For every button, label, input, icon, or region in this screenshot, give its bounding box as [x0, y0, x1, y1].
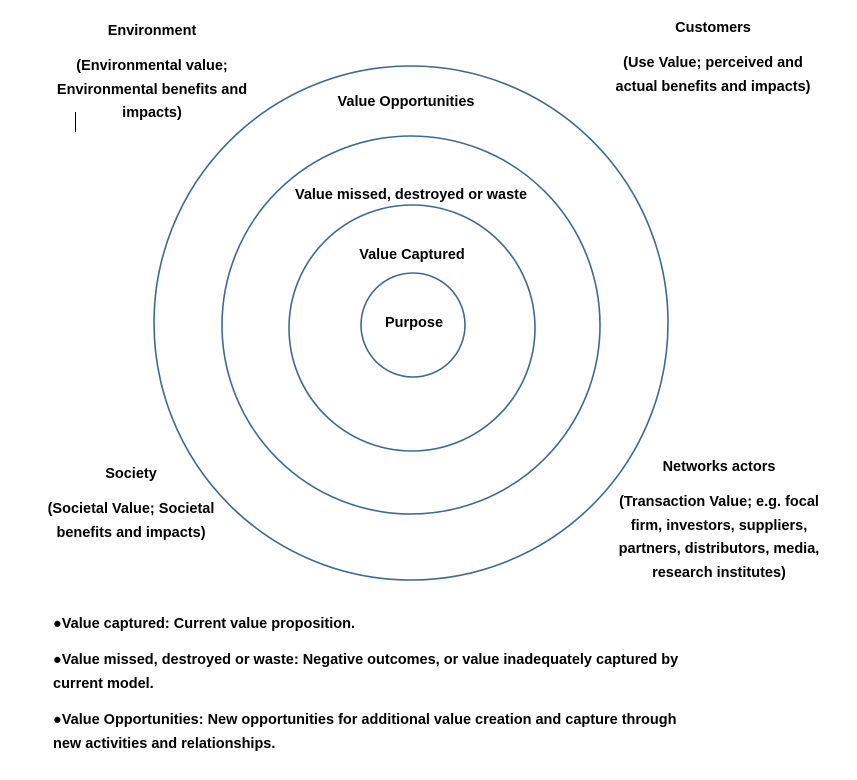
legend-notes: ●Value captured: Current value propositi… — [53, 612, 753, 768]
ring-value-captured — [288, 204, 536, 452]
note-value-missed: ●Value missed, destroyed or waste: Negat… — [53, 648, 753, 696]
networks-title: Networks actors — [662, 459, 776, 475]
networks-desc-line: research institutes) — [652, 564, 786, 581]
society-description: (Societal Value; Societal benefits and i… — [48, 498, 215, 545]
label-value-missed: Value missed, destroyed or waste — [294, 187, 528, 203]
customers-desc-line: actual benefits and impacts) — [615, 78, 811, 95]
ring-value-opportunities — [153, 65, 669, 581]
ring-purpose — [360, 272, 466, 378]
label-purpose: Purpose — [384, 315, 444, 331]
networks-desc-line: (Transaction Value; e.g. focal — [619, 494, 819, 510]
environment-title: Environment — [107, 23, 197, 39]
note-line: ●Value missed, destroyed or waste: Negat… — [53, 652, 679, 668]
note-line: ●Value Opportunities: New opportunities … — [53, 712, 677, 728]
label-value-opportunities: Value Opportunities — [337, 94, 475, 110]
environment-desc-line: (Environmental value; — [76, 58, 228, 74]
customers-title: Customers — [675, 20, 751, 36]
environment-desc-line: Environmental benefits and — [56, 81, 248, 98]
environment-desc-line: impacts) — [122, 105, 182, 121]
stakeholder-environment: Environment (Environmental value; Enviro… — [57, 21, 247, 126]
networks-desc-line: firm, investors, suppliers, — [630, 517, 808, 534]
label-value-captured: Value Captured — [359, 247, 465, 263]
society-title: Society — [105, 466, 157, 482]
stakeholder-customers: Customers (Use Value; perceived and actu… — [616, 18, 811, 99]
note-value-captured: ●Value captured: Current value propositi… — [53, 612, 753, 636]
note-value-opportunities: ●Value Opportunities: New opportunities … — [53, 708, 753, 756]
networks-description: (Transaction Value; e.g. focal firm, inv… — [619, 491, 820, 585]
note-line: current model. — [53, 676, 154, 692]
text-cursor-mark — [75, 112, 76, 132]
note-line: ●Value captured: Current value propositi… — [53, 616, 356, 632]
stakeholder-networks-actors: Networks actors (Transaction Value; e.g.… — [619, 457, 820, 585]
society-desc-line: benefits and impacts) — [56, 524, 206, 541]
customers-desc-line: (Use Value; perceived and — [623, 55, 803, 71]
environment-description: (Environmental value; Environmental bene… — [57, 55, 247, 126]
networks-desc-line: partners, distributors, media, — [618, 541, 820, 557]
note-line: new activities and relationships. — [53, 736, 276, 752]
society-desc-line: (Societal Value; Societal — [47, 501, 215, 517]
stakeholder-society: Society (Societal Value; Societal benefi… — [48, 464, 215, 545]
customers-description: (Use Value; perceived and actual benefit… — [616, 52, 811, 99]
ring-value-missed — [221, 135, 601, 515]
